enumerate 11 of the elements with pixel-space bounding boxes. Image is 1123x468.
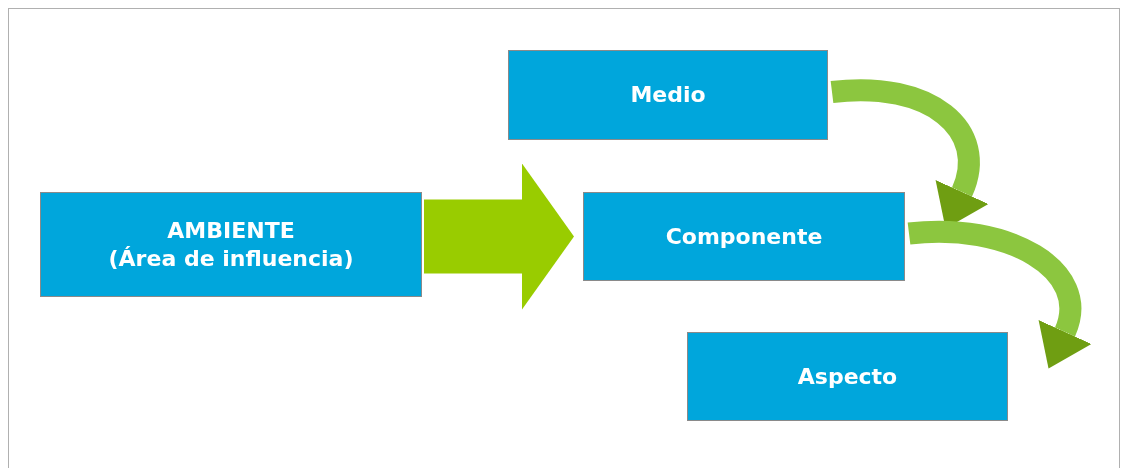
arrow xyxy=(424,163,574,310)
process-box xyxy=(508,50,828,140)
box-label: Aspecto xyxy=(797,362,898,391)
arrow xyxy=(908,220,1093,371)
box-label: AMBIENTE xyxy=(167,217,295,245)
box-label: (Área de influencia) xyxy=(108,244,354,272)
process-box xyxy=(40,192,422,297)
process-box xyxy=(583,192,905,281)
box-label: Componente xyxy=(665,222,823,251)
process-box xyxy=(687,332,1008,421)
box-label: Medio xyxy=(630,81,706,109)
